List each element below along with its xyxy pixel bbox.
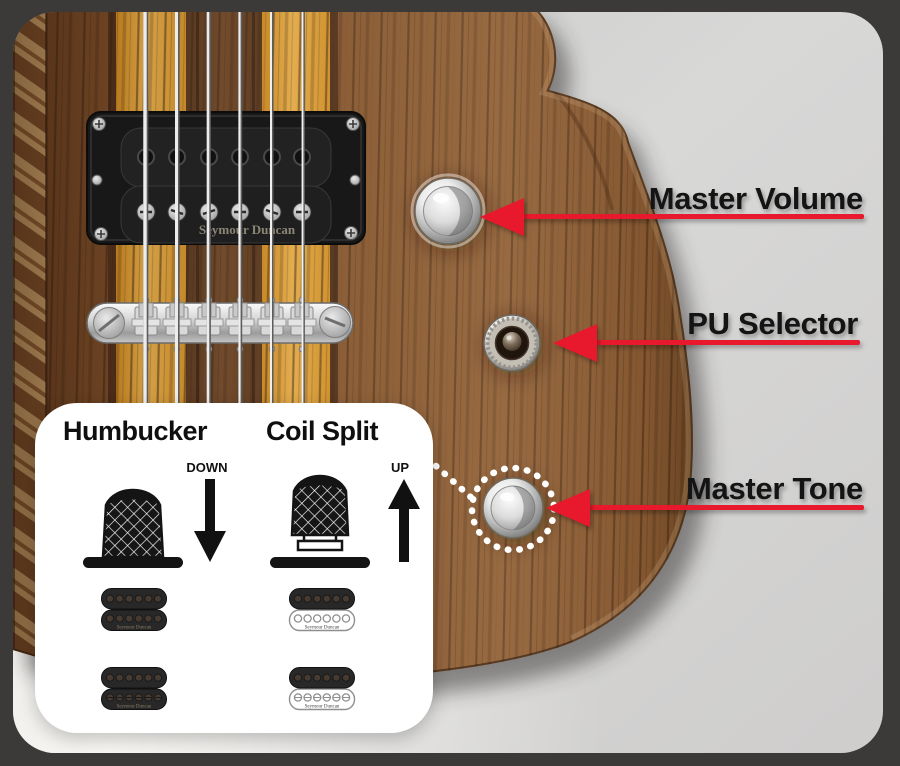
pu-selector-arrowhead-icon: [553, 324, 597, 362]
knob-pulled-up-icon: [270, 474, 370, 568]
string: [206, 12, 211, 458]
svg-text:Seymour Duncan: Seymour Duncan: [117, 705, 152, 710]
string: [175, 12, 180, 458]
tone-knob: [482, 477, 549, 545]
humbucker-pickup: Seymour Duncan: [86, 111, 366, 245]
bridge: [86, 296, 354, 353]
pickup-selector-switch: [483, 314, 545, 376]
ring-screws: [91, 117, 361, 241]
humbucker-heading: Humbucker: [62, 416, 208, 446]
coil-split-pickup-icon: Seymour Duncan: [288, 667, 356, 711]
humbucker-pickup-icon: Seymour Duncan: [101, 667, 167, 710]
pu-selector-arrow-line: [596, 340, 860, 345]
dotted-connector: [432, 462, 478, 504]
humbucker-pickup-icon: Seymour Duncan: [101, 588, 167, 631]
up-arrow-icon: [388, 479, 420, 562]
string: [238, 12, 243, 458]
coil-split-pickup-icon: Seymour Duncan: [288, 588, 356, 632]
pickup-brand-text: Seymour Duncan: [199, 222, 296, 237]
pu-selector-label: PU Selector: [687, 306, 858, 341]
svg-text:Seymour Duncan: Seymour Duncan: [305, 705, 340, 710]
push-pull-inset-panel: Humbucker Coil Split DOWN UP: [35, 403, 433, 733]
svg-text:Seymour Duncan: Seymour Duncan: [117, 626, 152, 631]
master-tone-arrow-line: [589, 505, 864, 510]
coil-split-heading: Coil Split: [266, 416, 379, 446]
up-label: UP: [390, 460, 410, 475]
down-arrow-icon: [194, 479, 226, 562]
knob-pushed-down-icon: [83, 488, 183, 568]
string: [143, 12, 149, 458]
string: [270, 12, 274, 458]
guitar-strings: [143, 12, 305, 458]
master-volume-arrowhead-icon: [480, 198, 524, 236]
svg-text:Seymour Duncan: Seymour Duncan: [305, 626, 340, 631]
volume-knob: [410, 173, 488, 252]
down-label: DOWN: [186, 460, 228, 475]
master-tone-arrowhead-icon: [546, 489, 590, 527]
master-tone-label: Master Tone: [686, 471, 863, 506]
master-volume-arrow-line: [522, 214, 864, 219]
string: [301, 12, 305, 458]
master-volume-label: Master Volume: [648, 181, 864, 216]
